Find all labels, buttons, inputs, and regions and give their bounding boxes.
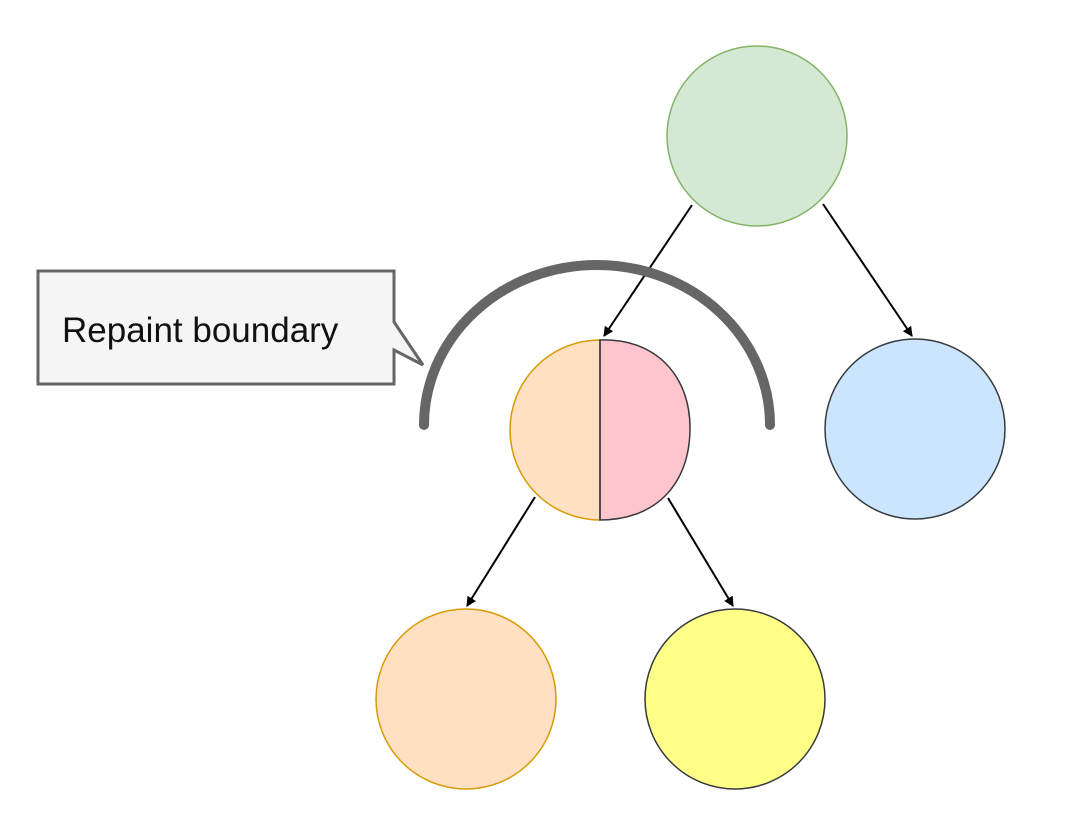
split-node-left-half: [510, 340, 600, 520]
edge-split-to-bottom-right: [667, 497, 734, 607]
root-node: [666, 45, 848, 227]
callout-box: [36, 269, 425, 386]
repaint-boundary-callout: Repaint boundary: [36, 269, 425, 386]
split-node-left-outline: [509, 339, 601, 521]
right-node: [824, 338, 1006, 520]
split-node: [509, 339, 691, 521]
edge-root-to-right: [822, 203, 913, 337]
edge-split-to-bottom-left: [466, 496, 536, 607]
split-node-right-half: [599, 339, 691, 521]
bottom-left-node: [375, 608, 557, 790]
callout-label: Repaint boundary: [62, 311, 339, 350]
repaint-boundary-arc: [419, 260, 775, 430]
bottom-right-node: [644, 608, 826, 790]
